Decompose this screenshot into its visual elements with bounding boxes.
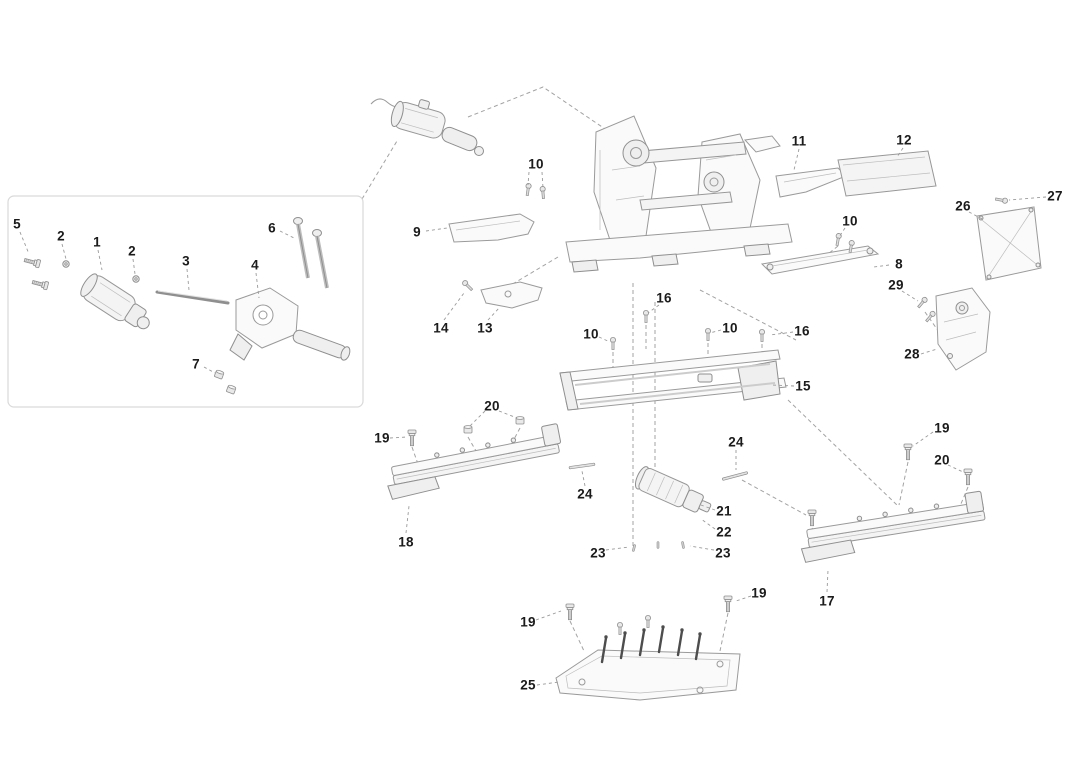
callout-26: 26 [955,198,971,214]
screw-icon [617,622,623,635]
part-4-gearbox [229,287,351,361]
part-6-bolts [293,217,329,289]
callout-22: 22 [716,524,732,540]
screw-icon [994,196,1009,205]
screw-icon [643,309,649,323]
part-28-bracket [935,287,991,371]
callout-16: 16 [794,323,810,339]
part-9-bracket [448,213,535,243]
part-18-seat-track-left [387,423,561,500]
callout-15: 15 [795,378,811,394]
callout-leader-lines [19,147,1047,686]
panel-pins [600,625,702,664]
callout-7: 7 [192,356,200,372]
screw-icon [705,327,711,341]
callout-17: 17 [819,593,835,609]
callout-24: 24 [577,486,593,502]
callout-19: 19 [374,430,390,446]
screw-icon [23,255,42,269]
callout-28: 28 [904,346,920,362]
part-11-bracket [775,167,847,198]
nut-icon [515,416,525,425]
bolt-icon [807,509,817,527]
bolt-icon [565,603,575,621]
part-8-rail [760,245,880,275]
bolt-icon [903,443,913,461]
screw-icon [916,295,929,310]
screw-icon [924,309,937,324]
callout-21: 21 [716,503,732,519]
part-27-screw [994,196,1009,205]
part-drive-motor-top [370,98,484,156]
callout-29: 29 [888,277,904,293]
callout-4: 4 [251,257,259,273]
callout-20: 20 [484,398,500,414]
part-3-drive-rod [155,290,230,305]
screw-icon [461,279,475,293]
screw-icon [524,182,532,197]
callout-20: 20 [934,452,950,468]
bolt-icon [963,468,973,486]
part-5-screws [23,255,50,291]
callout-10: 10 [722,320,738,336]
callout-23: 23 [590,545,606,561]
part-2-washers [62,260,140,283]
callout-6: 6 [268,220,276,236]
part-17-seat-track-right [800,490,986,563]
bushing-icon [225,384,237,395]
nut-icon [463,425,473,434]
callout-19: 19 [520,614,536,630]
part-29-screws [916,295,937,324]
callout-8: 8 [895,256,903,272]
part-15-adjuster-frame [559,349,787,411]
callout-10: 10 [528,156,544,172]
bushing-icon [213,369,225,380]
rod-icon [721,471,749,481]
part-1-motor [80,273,150,330]
callout-19: 19 [751,585,767,601]
callout-9: 9 [413,224,421,240]
bolt-icon [723,595,733,613]
callout-16: 16 [656,290,672,306]
callout-18: 18 [398,534,414,550]
callout-13: 13 [477,320,493,336]
callout-1: 1 [93,234,101,250]
callout-12: 12 [896,132,912,148]
part-14-screw [461,279,475,293]
part-26-module [976,206,1042,281]
screw-icon [539,185,547,200]
bolt-icon [407,429,417,447]
pin-icon [681,541,685,549]
callout-24: 24 [728,434,744,450]
inset-group-box [7,195,364,408]
part-seat-frame [565,115,793,273]
screw-icon [31,277,50,291]
screw-icon [645,615,651,628]
callout-10: 10 [583,326,599,342]
callout-10: 10 [842,213,858,229]
callout-11: 11 [791,133,807,149]
part-21-track-motor [634,466,712,513]
part-7-bushings [213,369,237,395]
part-13-bracket [480,281,543,309]
callout-2: 2 [57,228,65,244]
rod-icon [568,462,596,470]
screw-icon [759,328,765,342]
callout-2: 2 [128,243,136,259]
callout-25: 25 [520,677,536,693]
assembly-dashed-links [361,86,969,652]
part-12-pad [837,150,937,197]
callout-19: 19 [934,420,950,436]
part-25-floor-panel [555,625,741,701]
callout-5: 5 [13,216,21,232]
callout-14: 14 [433,320,449,336]
callout-23: 23 [715,545,731,561]
screw-icon [610,336,616,350]
callout-3: 3 [182,253,190,269]
pin-icon [656,541,660,549]
callout-27: 27 [1047,188,1063,204]
